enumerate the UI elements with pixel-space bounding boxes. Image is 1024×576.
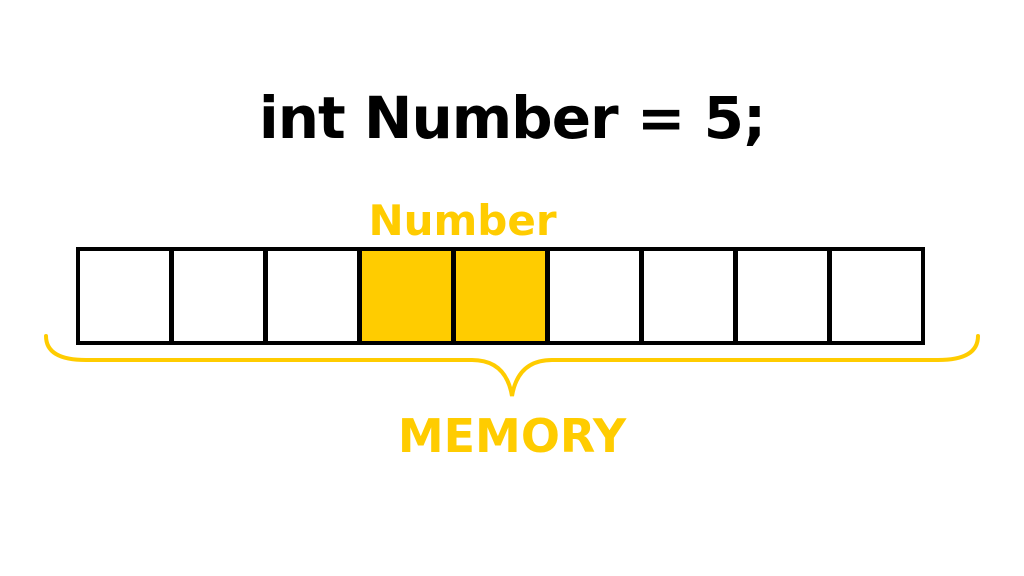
code-statement: int Number = 5;	[258, 84, 766, 152]
memory-brace-path	[44, 334, 980, 397]
memory-cell-allocated	[358, 247, 455, 345]
memory-label: MEMORY	[397, 409, 627, 463]
memory-cells-row	[76, 247, 948, 345]
memory-cell-allocated	[452, 247, 549, 345]
memory-cell	[76, 247, 173, 345]
memory-cell	[828, 247, 925, 345]
variable-name-label: Number	[368, 196, 557, 245]
memory-cell	[734, 247, 831, 345]
